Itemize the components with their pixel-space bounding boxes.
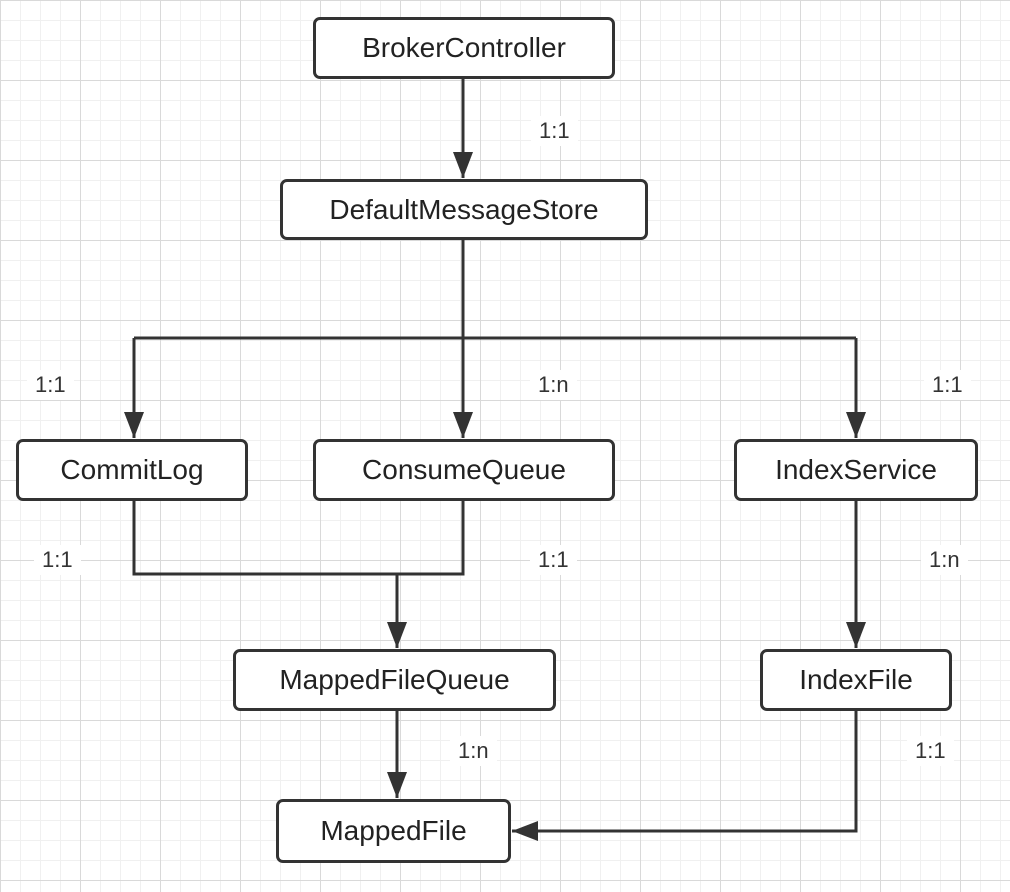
arrowhead-consumequeue: [453, 412, 473, 438]
arrowhead-store: [453, 152, 473, 178]
edge-indexfile-to-mappedfile: [512, 710, 858, 833]
label-store-to-indexservice: 1:1: [924, 370, 971, 400]
label-store-to-consumequeue: 1:n: [530, 370, 577, 400]
label-broker-to-store: 1:1: [531, 116, 578, 146]
edge-commitlog-to-mfq: [132, 500, 465, 576]
node-mapped-file[interactable]: MappedFile: [276, 799, 511, 863]
arrowhead-mappedfile-from-mfq: [387, 772, 407, 798]
arrowhead-mfq: [387, 622, 407, 648]
arrowhead-indexservice: [846, 412, 866, 438]
label-mfq-to-mappedfile: 1:n: [450, 736, 497, 766]
node-index-file[interactable]: IndexFile: [760, 649, 952, 711]
node-default-message-store[interactable]: DefaultMessageStore: [280, 179, 648, 240]
label-indexservice-to-indexfile: 1:n: [921, 545, 968, 575]
node-broker-controller[interactable]: BrokerController: [313, 17, 615, 79]
arrowhead-indexfile: [846, 622, 866, 648]
node-consume-queue[interactable]: ConsumeQueue: [313, 439, 615, 501]
arrowhead-commitlog: [124, 412, 144, 438]
node-mapped-file-queue[interactable]: MappedFileQueue: [233, 649, 556, 711]
arrowhead-mappedfile-from-indexfile: [512, 821, 538, 841]
label-commitlog-to-mfq: 1:1: [34, 545, 81, 575]
label-consumequeue-to-mfq: 1:1: [530, 545, 577, 575]
label-indexfile-to-mappedfile: 1:1: [907, 736, 954, 766]
node-index-service[interactable]: IndexService: [734, 439, 978, 501]
node-commit-log[interactable]: CommitLog: [16, 439, 248, 501]
label-store-to-commitlog: 1:1: [27, 370, 74, 400]
